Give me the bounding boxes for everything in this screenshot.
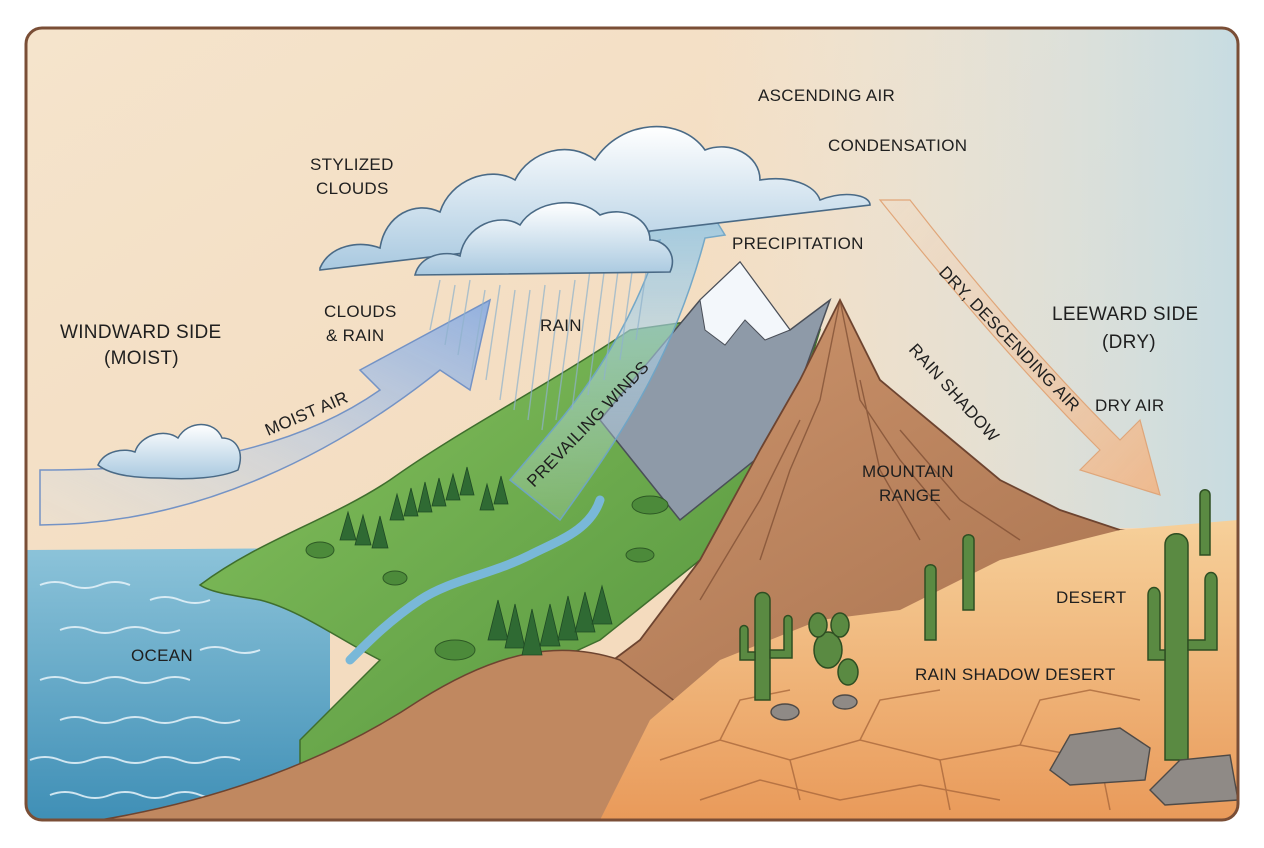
forest [339, 466, 613, 656]
label-rain: RAIN [540, 316, 582, 335]
label-windward-moist: (MOIST) [104, 348, 179, 369]
cloud-small [97, 423, 242, 480]
label-precipitation: PRECIPITATION [732, 234, 864, 253]
label-dry-air: DRY AIR [1095, 396, 1165, 415]
diagram-frame [24, 26, 1240, 822]
foreground-slope [99, 649, 721, 820]
cactus-group [739, 489, 1218, 761]
label-ascending-air: ASCENDING AIR [758, 86, 895, 105]
mountain-ridges [699, 299, 1021, 601]
label-leeward-side: LEEWARD SIDE [1052, 304, 1198, 325]
dry-air-arrow [878, 199, 1161, 496]
snow-cap-back [699, 261, 791, 346]
shrubs [305, 495, 669, 661]
desert-cracks [659, 689, 1141, 811]
ocean [26, 548, 330, 820]
label-rain-shadow-desert: RAIN SHADOW DESERT [915, 665, 1116, 684]
label-mountain-range-line1: MOUNTAIN [862, 462, 954, 481]
label-leeward-dry: (DRY) [1102, 332, 1156, 353]
label-ocean: OCEAN [131, 646, 193, 665]
cloud-large [319, 125, 871, 276]
label-stylized-clouds-line2: CLOUDS [316, 179, 389, 198]
label-mountain-range-line2: RANGE [879, 486, 941, 505]
label-clouds-rain-line2: & RAIN [326, 326, 384, 345]
label-clouds-rain-line1: CLOUDS [324, 302, 397, 321]
ocean-waves [29, 581, 261, 799]
label-windward-side: WINDWARD SIDE [60, 322, 222, 343]
rocks [770, 694, 1238, 806]
label-condensation: CONDENSATION [828, 136, 967, 155]
label-desert: DESERT [1056, 588, 1126, 607]
river [345, 495, 605, 665]
label-stylized-clouds-line1: STYLIZED [310, 155, 394, 174]
